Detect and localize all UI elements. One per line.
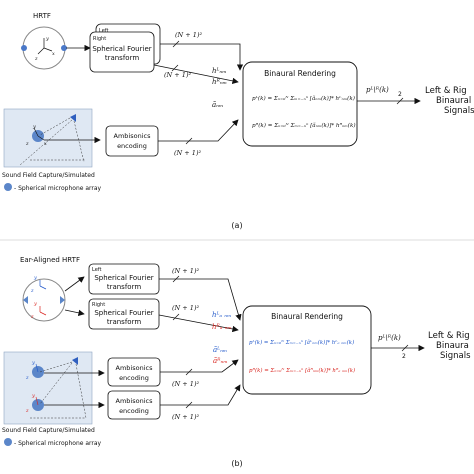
svg-text:x: x <box>52 51 55 57</box>
box-left-tag: Left <box>99 28 108 34</box>
ambisonics-left-line2: encoding <box>119 374 149 382</box>
ambisonics-box <box>105 125 159 157</box>
svg-text:z: z <box>25 375 29 381</box>
output-text-b-line3: Signals <box>440 351 471 361</box>
box-right-tag: Right <box>93 36 106 42</box>
ambisonics-left-line1: Ambisonics <box>116 364 154 372</box>
order-label-4-b: (N + 1)² <box>172 413 199 421</box>
svg-text:y: y <box>33 275 37 281</box>
output-text-b-line1: Left & Rig <box>428 331 470 341</box>
binaural-title: Binaural Rendering <box>264 69 336 78</box>
binaural-rendering-box <box>242 61 358 147</box>
ear-aligned-head-icon: y z y z <box>22 275 66 322</box>
legend-mic-icon <box>4 183 12 191</box>
a-nm-line <box>158 119 239 142</box>
equation-left-b: pᴸ(k) = Σₙ₌₀ᴺ Σₘ₌₋ₙⁿ [ãᴸₙₘ(k)]* hᴸₐ ₙₘ(k… <box>249 339 354 346</box>
equation-right: pᴿ(k) = Σₙ₌₀ᴺ Σₘ₌₋ₙⁿ [ãₙₘ(k)]* hᴿₙₘ(k) <box>252 122 356 129</box>
legend-mic-icon-b <box>4 438 12 446</box>
legend-label-b: - Spherical microphone array <box>14 440 102 447</box>
speaker-icon-b <box>30 357 87 419</box>
h-right-symbol: hᴿₙₘ <box>212 78 227 86</box>
caption-a: (a) <box>231 221 242 230</box>
ambisonics-label-line2: encoding <box>117 142 147 150</box>
order-label-2-b: (N + 1)² <box>172 304 199 312</box>
microphone-array-icon-b: y z y z <box>25 360 44 414</box>
microphone-array-icon: y x z <box>25 124 47 147</box>
svg-text:x: x <box>44 141 47 147</box>
output-symbol-b: pᴸ\ᴿ(k) <box>378 334 401 342</box>
svg-text:y: y <box>45 36 49 42</box>
binaural-title-b: Binaural Rendering <box>271 312 343 321</box>
output-count: 2 <box>398 91 402 98</box>
a-left-line-b <box>160 359 239 373</box>
output-text-line2: Binaural <box>436 96 471 106</box>
svg-text:y: y <box>33 301 37 307</box>
output-text-b-line2: Binaura <box>436 341 469 351</box>
order-label-3-b: (N + 1)² <box>172 380 199 388</box>
sft-left-line1: Spherical Fourier <box>94 274 153 282</box>
a-left-symbol-b: ãᴸₙₘ <box>213 346 227 354</box>
order-label-mid: (N + 1)² <box>164 71 191 79</box>
panel-b: Ear-Aligned HRTF y z y z Left Spherical … <box>2 256 471 468</box>
svg-text:z: z <box>30 314 34 320</box>
sft-box-front <box>89 31 155 73</box>
output-text-line3: Signals <box>444 106 474 116</box>
svg-text:z: z <box>30 288 34 294</box>
h-left-line-b <box>159 278 242 321</box>
svg-text:y: y <box>31 360 35 366</box>
svg-text:z: z <box>34 56 38 62</box>
order-label-top: (N + 1)² <box>175 31 202 39</box>
ambisonics-right-line1: Ambisonics <box>116 397 154 405</box>
sft-right-line1: Spherical Fourier <box>94 309 153 317</box>
caption-b: (b) <box>231 459 242 468</box>
ambisonics-right-line2: encoding <box>119 407 149 415</box>
hrtf-label-b: Ear-Aligned HRTF <box>20 256 80 264</box>
output-count-b: 2 <box>402 353 406 360</box>
h-right-symbol-b: hᴿₐ ₙₘ <box>212 323 232 331</box>
order-label-1-b: (N + 1)² <box>172 267 199 275</box>
capture-label-b: Sound Field Capture/Simulated <box>2 427 95 434</box>
sft-label-line1: Spherical Fourier <box>92 45 151 53</box>
head-icon: y x z <box>21 26 67 70</box>
equation-left: pᴸ(k) = Σₙ₌₀ᴺ Σₘ₌₋ₙⁿ [ãₙₘ(k)]* hᴸₙₘ(k) <box>252 95 355 102</box>
svg-text:z: z <box>25 408 29 414</box>
hrtf-label: HRTF <box>33 12 51 20</box>
equation-right-b: pᴿ(k) = Σₙ₌₀ᴺ Σₘ₌₋ₙⁿ [ãᴿₙₘ(k)]* hᴿₐ ₙₘ(k… <box>249 367 355 374</box>
output-text-line1: Left & Rig <box>425 86 467 96</box>
h-right-line-b <box>158 314 239 333</box>
box-right-tag-b: Right <box>92 302 105 308</box>
ambisonics-label-line1: Ambisonics <box>114 132 152 140</box>
capture-area <box>3 108 93 168</box>
sft-box-right-b <box>88 298 160 330</box>
sft-label-line2: transform <box>105 54 139 62</box>
panel-a: HRTF y x z Left Right Spherical Fourier … <box>2 12 474 230</box>
box-left-tag-b: Left <box>92 267 101 273</box>
speaker-icon <box>19 114 86 166</box>
a-right-line-b <box>160 384 241 406</box>
binaural-rendering-box-b <box>242 305 372 395</box>
a-right-symbol-b: ãᴿₙₘ <box>213 357 228 365</box>
capture-label: Sound Field Capture/Simulated <box>2 172 95 179</box>
h-right-line <box>153 64 239 85</box>
order-label-bottom: (N + 1)² <box>174 149 201 157</box>
svg-text:z: z <box>25 141 29 147</box>
sft-left-line2: transform <box>107 283 141 291</box>
sft-right-line2: transform <box>107 318 141 326</box>
svg-text:y: y <box>31 393 35 399</box>
output-symbol: pᴸ\ᴿ(k) <box>366 86 389 94</box>
h-left-symbol: hᴸₙₘ <box>212 67 227 75</box>
h-left-line <box>160 43 244 71</box>
legend-label: - Spherical microphone array <box>14 185 102 192</box>
a-nm-symbol: ãₙₘ <box>212 101 223 109</box>
capture-area-b <box>3 351 93 425</box>
h-left-symbol-b: hᴸₐ ₙₘ <box>212 311 231 319</box>
svg-text:y: y <box>32 124 36 130</box>
